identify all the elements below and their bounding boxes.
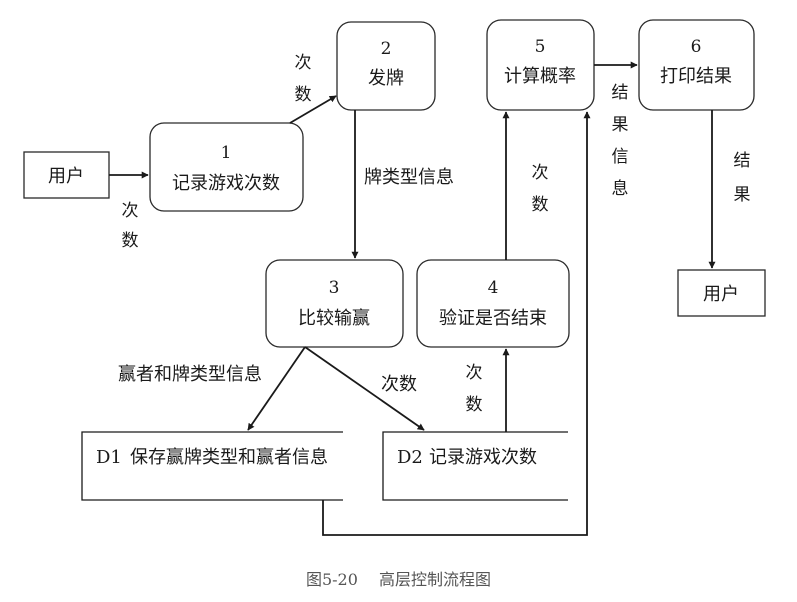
- svg-text:数: 数: [466, 395, 483, 415]
- process-1-label: 记录游戏次数: [172, 173, 280, 194]
- flow-p3-to-d2: [304, 346, 425, 431]
- data-flow-diagram: 用户 1 记录游戏次数 2 发牌 5 计算概率 6 打印结果 3 比较输赢 4 …: [23, 19, 766, 536]
- process-2-number: 2: [381, 39, 392, 59]
- svg-text:数: 数: [122, 231, 139, 251]
- process-5-number: 5: [535, 37, 546, 57]
- process-3-label: 比较输赢: [298, 307, 370, 329]
- svg-text:信: 信: [612, 147, 629, 167]
- flow-label-p3-to-d2: 次数: [381, 374, 417, 395]
- figure-caption: 图5-20 高层控制流程图: [305, 570, 492, 589]
- flow-label-p3-to-d1: 赢者和牌类型信息: [118, 363, 262, 385]
- data-store-d2-id: D2: [397, 447, 423, 468]
- process-6-label: 打印结果: [660, 66, 732, 87]
- svg-text:数: 数: [295, 85, 312, 105]
- flow-label-p1-to-p2: 次 数: [295, 53, 312, 105]
- svg-text:果: 果: [734, 185, 751, 205]
- user-right-label: 用户: [703, 284, 739, 305]
- svg-text:次: 次: [295, 53, 312, 73]
- flow-label-p5-to-p6: 结 果 信 息: [612, 83, 629, 199]
- user-left-label: 用户: [48, 166, 84, 187]
- flow-p3-to-d1: [247, 346, 306, 431]
- process-4-number: 4: [488, 278, 499, 298]
- flow-label-p6-to-user: 结 果: [734, 151, 751, 205]
- process-1: 1 记录游戏次数: [149, 122, 304, 212]
- process-4: 4 验证是否结束: [416, 259, 570, 348]
- flow-label-d2-to-p4: 次 数: [466, 363, 483, 415]
- data-store-d1-id: D1: [96, 447, 122, 468]
- svg-text:息: 息: [612, 179, 629, 199]
- flow-label-p4-to-p5: 次 数: [532, 163, 549, 215]
- flow-d1-to-p5: [322, 111, 591, 536]
- svg-text:次: 次: [466, 363, 483, 383]
- flow-label-p2-to-p3: 牌类型信息: [364, 167, 454, 188]
- process-6: 6 打印结果: [638, 19, 755, 111]
- data-store-d1-label: 保存赢牌类型和赢者信息: [130, 446, 328, 468]
- process-1-number: 1: [221, 143, 232, 163]
- svg-text:果: 果: [612, 115, 629, 135]
- flow-label-user-to-p1: 次 数: [122, 201, 139, 251]
- process-5: 5 计算概率: [486, 19, 595, 111]
- process-3-number: 3: [329, 278, 340, 298]
- svg-text:数: 数: [532, 195, 549, 215]
- process-2-label: 发牌: [368, 68, 404, 89]
- process-3: 3 比较输赢: [265, 259, 404, 348]
- process-2: 2 发牌: [336, 21, 436, 111]
- external-entity-user-left: 用户: [23, 151, 110, 199]
- svg-text:次: 次: [122, 201, 139, 221]
- process-6-number: 6: [691, 37, 702, 57]
- external-entity-user-right: 用户: [677, 269, 766, 317]
- process-5-label: 计算概率: [504, 66, 576, 87]
- flow-p1-to-p2: [289, 95, 337, 124]
- svg-text:结: 结: [734, 151, 751, 171]
- svg-text:结: 结: [612, 83, 629, 103]
- data-store-d2-label: 记录游戏次数: [429, 447, 537, 468]
- process-4-label: 验证是否结束: [439, 308, 547, 329]
- data-store-d2: D2 记录游戏次数: [382, 431, 568, 501]
- data-store-d1: D1 保存赢牌类型和赢者信息: [81, 431, 343, 501]
- svg-text:次: 次: [532, 163, 549, 183]
